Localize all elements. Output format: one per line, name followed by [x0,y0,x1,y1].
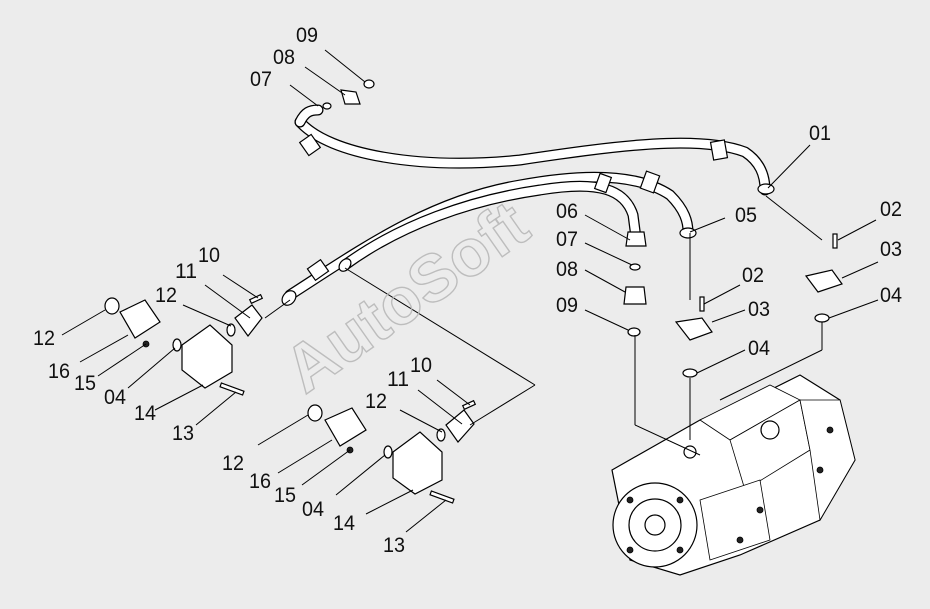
callout-11: 11 [387,368,409,391]
callout-04: 04 [104,386,126,409]
nut-08-right [623,286,647,305]
callout-labels: 01 05 06 07 08 09 02 03 04 02 03 04 07 0… [33,24,902,557]
callout-16: 16 [249,470,271,493]
callout-11: 11 [175,260,197,283]
oring-07-right [629,263,641,271]
hose-collar [593,172,613,194]
callout-16: 16 [48,360,70,383]
callout-12: 12 [155,284,177,307]
bolt-13-lower [429,490,455,504]
oring-09-right [627,327,641,337]
callout-12: 12 [222,452,244,475]
callout-07: 07 [556,228,578,251]
flange-group-middle [674,296,713,378]
callout-02: 02 [880,198,902,221]
hose-upper-inner [295,117,770,195]
bolt-02-middle [699,296,705,312]
callout-03: 03 [880,238,902,261]
leader-lines [61,49,879,533]
block-14-lower [392,431,443,495]
hose-assembly [281,104,775,306]
pump-bolt [756,506,764,514]
hose-end-lower-left [338,258,352,272]
callout-14: 14 [333,512,355,535]
callout-12: 12 [33,327,55,350]
callout-15: 15 [274,484,296,507]
hose-end-01 [757,183,775,195]
block-group-upper [104,293,264,396]
callout-05: 05 [735,204,757,227]
top-fitting-group [322,79,375,110]
oring-04-lower [383,445,393,459]
clamp-11-lower [445,409,475,443]
pump-bolt [736,536,744,544]
clamp-11-upper [234,304,263,338]
callout-09: 09 [296,24,318,47]
block-group-lower [307,399,477,504]
callout-07: 07 [250,68,272,91]
hose-collar [298,133,322,157]
pump-right-block [799,399,856,522]
oring-04-right [814,313,830,323]
callout-06: 06 [556,200,578,223]
pump-bolt [626,546,634,554]
callout-14: 14 [134,402,156,425]
flange-group-right [804,233,843,323]
pump-bolt [816,466,824,474]
callout-04: 04 [748,337,770,360]
pump-bolt [626,496,634,504]
callout-15: 15 [74,372,96,395]
callout-10: 10 [410,354,432,377]
nut-08-top [340,89,361,105]
pump-shaft [644,514,666,536]
right-fitting-group [623,263,647,337]
bolt-10-lower [461,399,477,411]
hose-end-05 [679,227,697,239]
clamp-03-middle [674,317,713,341]
plate-16-upper [119,299,161,339]
pump-bolt [676,496,684,504]
bolt-02-right [832,233,838,249]
pump-port [760,420,780,440]
callout-13: 13 [383,534,405,557]
oring-07-top [322,102,332,110]
callout-04: 04 [302,498,324,521]
callout-02: 02 [742,264,764,287]
oring-12-upper-a [226,323,236,337]
hydraulic-pump [611,374,856,576]
callout-09: 09 [556,294,578,317]
callout-03: 03 [748,298,770,321]
callout-13: 13 [172,422,194,445]
oring-12-upper-b [104,297,120,315]
callout-08: 08 [273,46,295,69]
oring-09-top [363,79,375,89]
bolt-10-upper [248,293,264,305]
callout-08: 08 [556,258,578,281]
pump-bolt [826,426,834,434]
oring-12-lower-a [436,428,446,442]
pump-bolt [676,546,684,554]
clamp-03-right [804,269,843,293]
callout-01: 01 [809,122,831,145]
pump-lower-block [699,479,771,561]
oring-12-lower-b [307,404,323,422]
block-14-upper [181,324,233,389]
hose-end-06 [625,231,647,247]
callout-12: 12 [365,390,387,413]
hose-collar [709,139,729,161]
oring-04-middle [682,368,698,378]
callout-10: 10 [198,244,220,267]
callout-04: 04 [880,284,902,307]
hose-collar [306,258,330,282]
plate-16-lower [324,407,367,447]
hose-collar [639,170,661,194]
hose-lower-inner [340,181,641,270]
hose-top-inner [295,105,323,127]
bolt-13-upper [219,382,245,396]
